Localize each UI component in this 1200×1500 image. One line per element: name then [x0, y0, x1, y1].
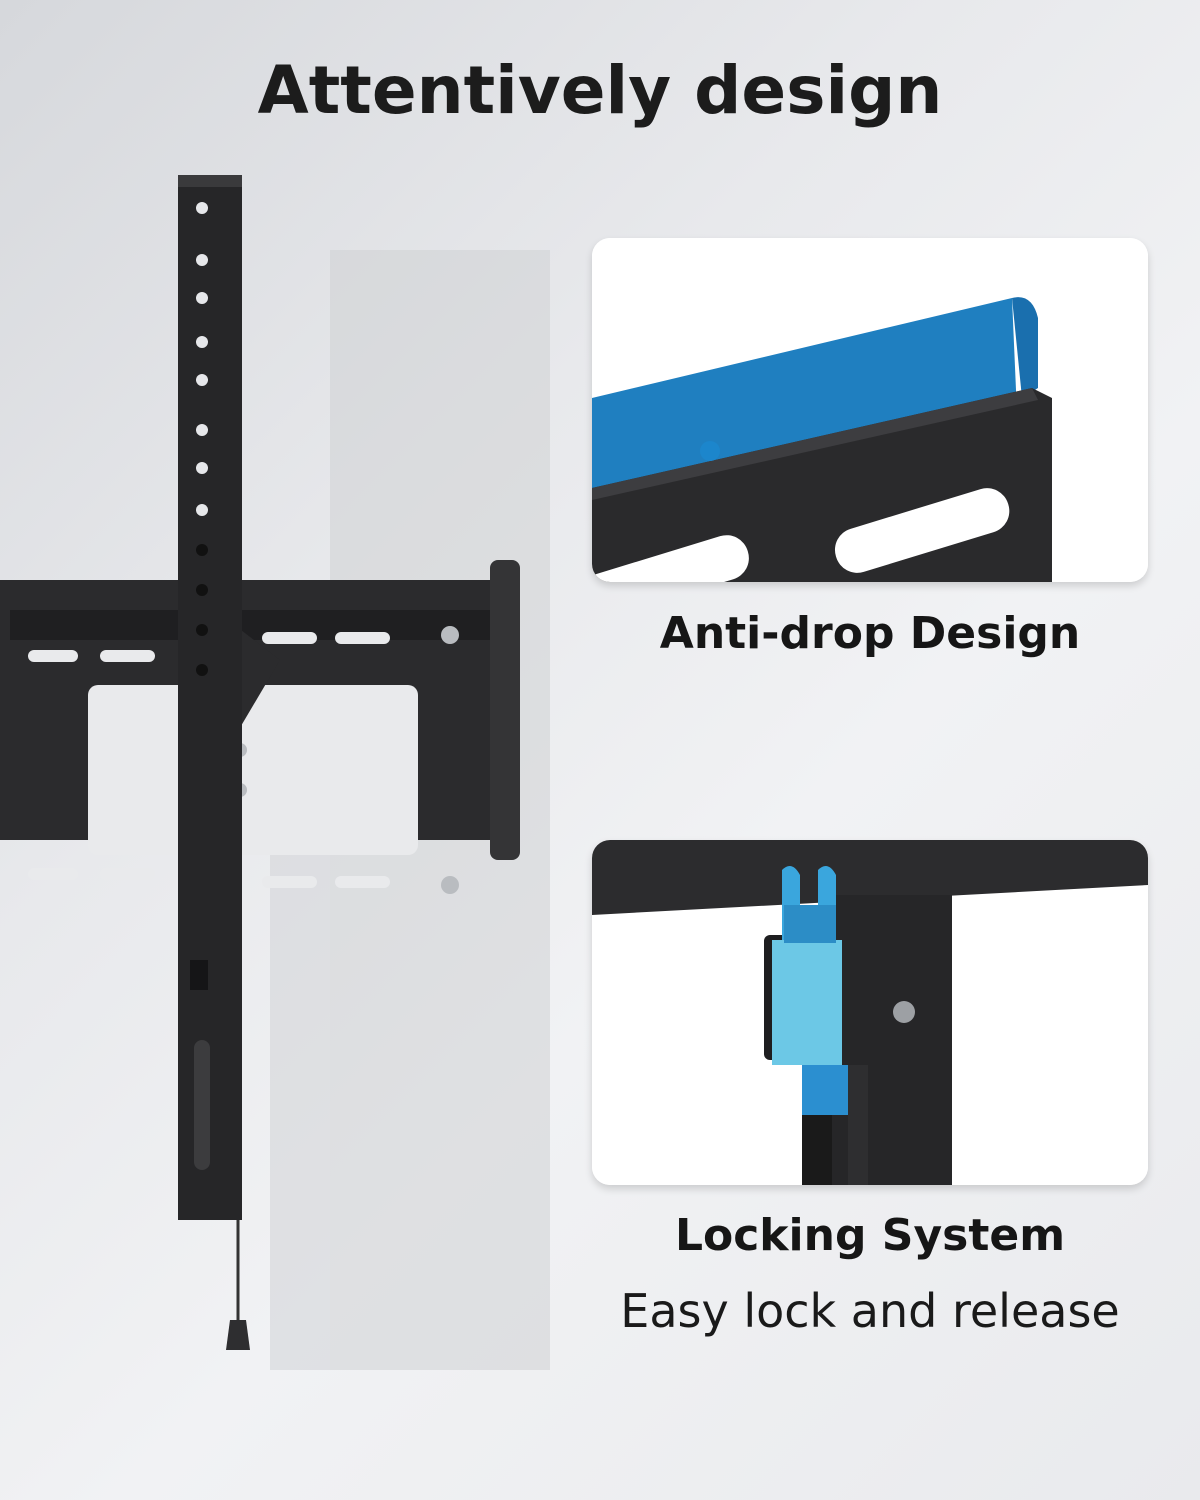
tv-mount-product-image: [0, 170, 580, 1420]
anti-drop-image-card: [592, 238, 1148, 582]
locking-system-closeup-image: [592, 840, 1148, 1185]
feature-title-locking-system: Locking System: [674, 1210, 1066, 1261]
anti-drop-closeup-image: [592, 238, 1148, 582]
feature-title-anti-drop: Anti-drop Design: [659, 608, 1081, 659]
locking-system-image-card: [592, 840, 1148, 1185]
feature-subtitle-locking-system: Easy lock and release: [620, 1284, 1120, 1338]
page-headline: Attentively design: [257, 52, 943, 129]
